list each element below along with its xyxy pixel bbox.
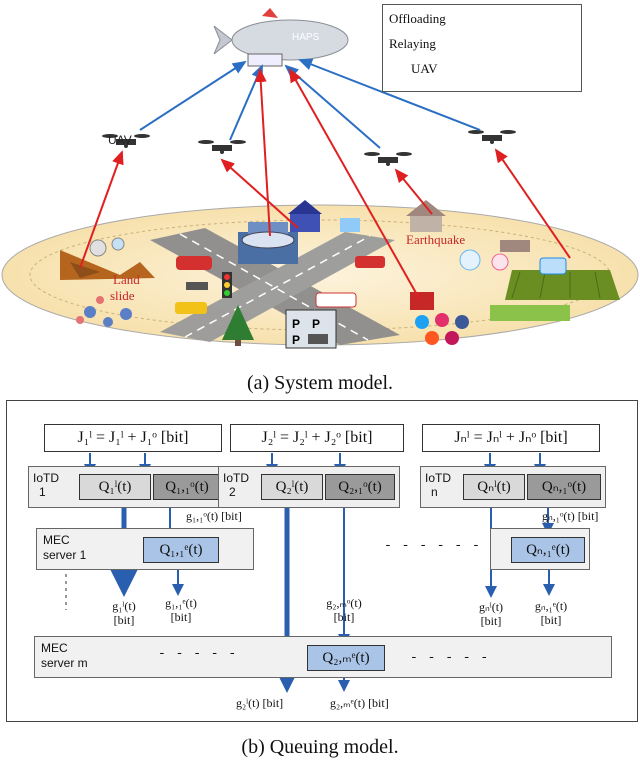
iotd-1-number: 1	[39, 485, 46, 499]
people-icons	[76, 296, 132, 327]
edge-queue-iotd-2-mec-m: Q₂,ₘᵉ(t)	[307, 645, 385, 671]
svg-text:P: P	[312, 317, 320, 331]
task-equation-iotd-2: J₂ˡ = J₂ˡ + J₂ᵒ [bit]	[230, 424, 404, 452]
edge-queue-iotd-n-mec-1: Qₙ,₁ᵉ(t)	[511, 537, 585, 563]
mec-server-m-label: MEC	[41, 641, 68, 655]
earthquake-label: Earthquake	[406, 232, 466, 247]
tree	[222, 305, 254, 346]
edge-rate-iotd-n-unit: [bit]	[540, 613, 562, 627]
mec-server-m-ellipsis-left: - - - - -	[158, 646, 238, 661]
offload-rate-iotd-2-symbol: g₂,ₘᵒ(t)	[326, 596, 362, 610]
task-equation-iotd-n: Jₙˡ = Jₙˡ + Jₙᵒ [bit]	[422, 424, 600, 452]
local-queue-iotd-n: Qₙˡ(t)	[463, 474, 525, 500]
caption-queuing-model: (b) Queuing model.	[241, 736, 399, 758]
mec-server-m-name: server m	[41, 656, 88, 670]
edge-rate-iotd-2-mec-m: g₂,ₘᵉ(t) [bit]	[330, 696, 389, 710]
svg-text:P: P	[292, 317, 300, 331]
legend-box: Offloading Relaying UAV	[382, 4, 582, 92]
iotd-1-label: IoTD	[33, 471, 60, 485]
landslide-scene	[60, 237, 155, 280]
edge-rate-iotd-1-unit: [bit]	[170, 610, 192, 624]
edge-rate-iotd-n: gₙ,₁ᵉ(t) [bit]	[526, 599, 576, 627]
edge-rate-iotd-n-symbol: gₙ,₁ᵉ(t)	[534, 599, 568, 613]
svg-text:P: P	[292, 333, 300, 347]
mec-server-1-label: MEC	[43, 533, 70, 547]
offload-queue-iotd-1: Q₁,₁ᵒ(t)	[153, 474, 221, 500]
local-rate-iotd-1-unit: [bit]	[113, 613, 135, 627]
local-rate-iotd-2: g₂ˡ(t) [bit]	[236, 696, 284, 710]
edge-queue-iotd-1-mec-1: Q₁,₁ᵉ(t)	[143, 537, 219, 563]
local-rate-iotd-n-symbol: gₙˡ(t)	[478, 600, 504, 614]
local-rate-iotd-1-symbol: g₁ˡ(t)	[112, 599, 136, 613]
legend-offloading-label: Offloading	[389, 11, 446, 26]
uav-label: UAV	[108, 133, 132, 147]
system-model-illustration: P P P	[1, 8, 639, 349]
local-queue-iotd-2: Q₂ˡ(t)	[261, 474, 323, 500]
traffic-light	[186, 272, 232, 298]
offload-rate-iotd-n: gₙ,₁ᵒ(t) [bit]	[542, 509, 599, 523]
edge-rate-iotd-1-symbol: g₁,₁ᵉ(t)	[165, 596, 197, 610]
haps-airship	[213, 8, 349, 67]
landslide-label-1: Land	[113, 272, 140, 287]
offload-queue-iotd-n: Qₙ,₁ᵒ(t)	[527, 474, 601, 500]
haps-label: HAPS	[292, 32, 320, 43]
road-crossing	[150, 228, 400, 345]
cars	[175, 256, 385, 314]
parking-lot: P P P	[285, 309, 337, 349]
mec-building	[238, 222, 298, 264]
local-queue-iotd-1: Q₁ˡ(t)	[79, 474, 151, 500]
local-rate-iotd-n: gₙˡ(t) [bit]	[468, 600, 514, 628]
farm-field	[490, 270, 620, 321]
iotd-n-number: n	[431, 485, 438, 499]
iotd-2-label: IoTD	[223, 471, 250, 485]
offload-queue-iotd-2: Q₂,₁ᵒ(t)	[325, 474, 395, 500]
offload-rate-iotd-2-unit: [bit]	[333, 610, 355, 624]
iot-devices	[459, 240, 567, 275]
landslide-label-2: slide	[110, 288, 135, 303]
offload-rate-iotd-2: g₂,ₘᵒ(t) [bit]	[318, 596, 370, 624]
mec-server-1-ellipsis: - - - - - - -	[384, 538, 499, 553]
iotd-2-number: 2	[229, 485, 236, 499]
edge-rate-iotd-1: g₁,₁ᵉ(t) [bit]	[156, 596, 206, 624]
mec-server-m-ellipsis-right: - - - - -	[410, 650, 490, 665]
offload-rate-iotd-1: g₁,₁ᵒ(t) [bit]	[186, 509, 242, 523]
uav-icons	[102, 130, 516, 166]
mec-server-1-block-n: Qₙ,₁ᵉ(t)	[490, 528, 590, 570]
local-rate-iotd-1: g₁ˡ(t) [bit]	[102, 599, 146, 627]
legend-uav-label: UAV	[411, 61, 438, 76]
legend-relaying-label: Relaying	[389, 36, 436, 51]
mec-server-1-name: server 1	[43, 548, 87, 562]
social-media-icons	[410, 292, 469, 345]
caption-system-model: (a) System model.	[246, 372, 394, 394]
offloading-links	[79, 68, 571, 301]
task-equation-iotd-1: J₁ˡ = J₁ˡ + J₁ᵒ [bit]	[44, 424, 222, 452]
local-rate-iotd-n-unit: [bit]	[480, 614, 502, 628]
iotd-n-label: IoTD	[425, 471, 452, 485]
